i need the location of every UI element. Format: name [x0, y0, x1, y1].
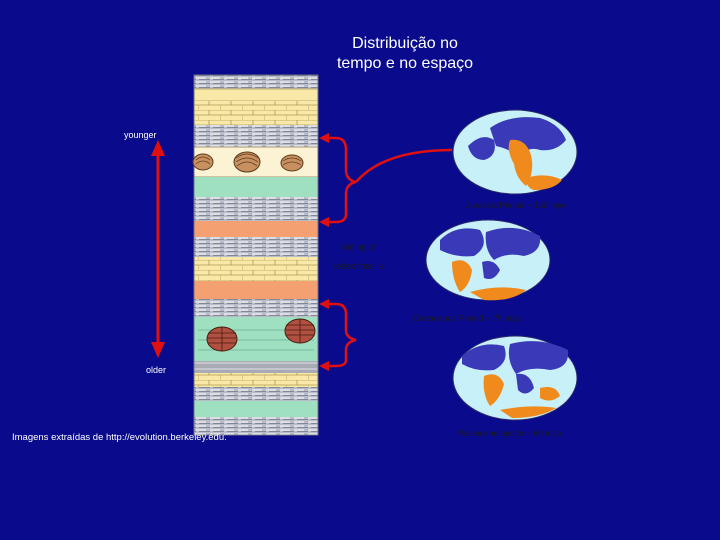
map-jurassic-label: Jurassic Period ~ 150 mya: [466, 200, 567, 210]
age-arrow: [151, 140, 165, 358]
younger-label: younger: [124, 130, 157, 140]
title-line-2: tempo e no espaço: [336, 55, 474, 72]
trilobite-fossils: [206, 318, 316, 352]
map-jurassic: [452, 109, 578, 195]
older-label: older: [146, 365, 166, 375]
dating-label-1: dating of: [342, 242, 377, 252]
image-credit: Imagens extraídas de http://evolution.be…: [12, 432, 227, 443]
map-paleocene: [452, 335, 578, 421]
map-cretaceous: [425, 219, 551, 301]
bracket-arrowheads: [319, 133, 329, 371]
clam-fossils: [192, 151, 304, 173]
bracket-arrows: [326, 136, 453, 368]
map-cretaceous-label: Cretaceous Period ~ 75 mya: [413, 313, 521, 323]
title-line-1: Distribuição no: [352, 35, 458, 52]
dating-label-2: index fossils: [334, 261, 384, 271]
slide-title: Distribuição no tempo e no espaço: [300, 34, 510, 74]
map-paleocene-label: Paleocene epoch ~ 60 mya: [458, 428, 562, 438]
rock-column: [193, 74, 319, 436]
